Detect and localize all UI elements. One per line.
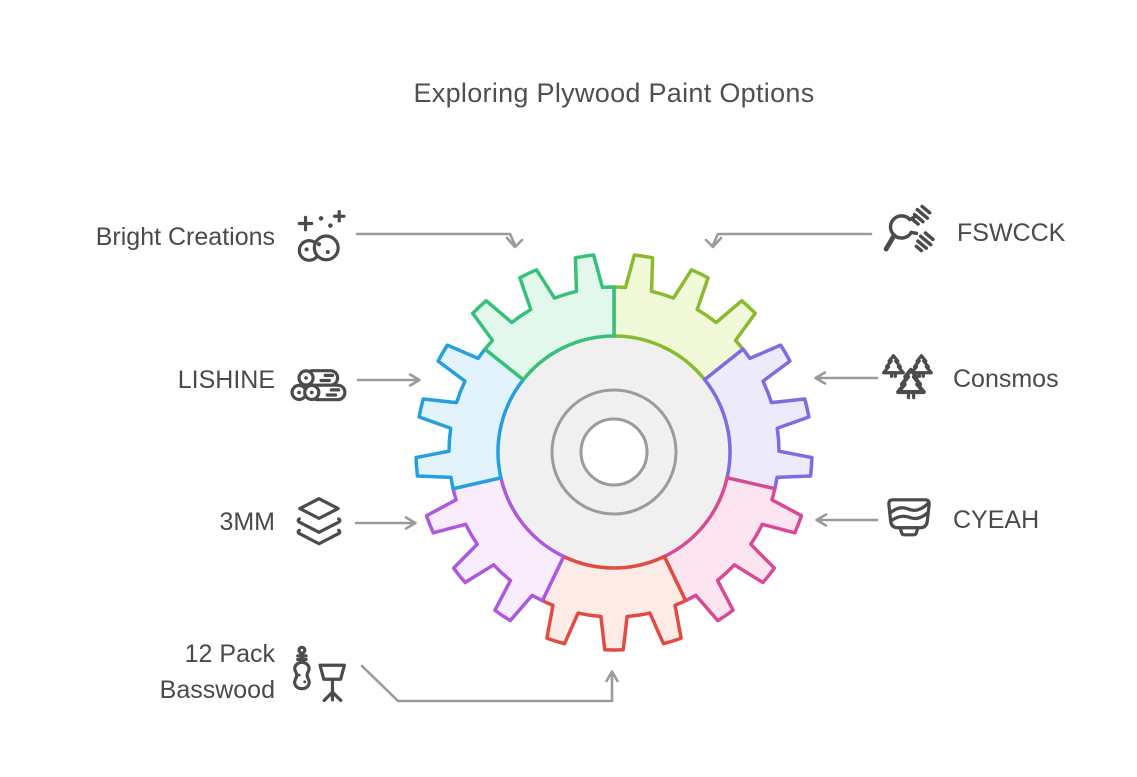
gear-segment-12-pack-basswood: [540, 554, 688, 652]
brand-row-3mm: 3MM: [219, 493, 348, 551]
wrench-screws-icon: [883, 204, 935, 253]
gear-segment-3mm: [424, 476, 566, 623]
logs-icon: [290, 369, 347, 402]
arrow-bright-creations: [355, 232, 524, 249]
brand-label: LISHINE: [177, 365, 275, 394]
gear-segment-consmos: [702, 343, 814, 491]
brand-row-12-pack-basswood: 12 Pack Basswood: [137, 637, 348, 708]
gear-segment-bright-creations: [470, 253, 616, 382]
gear-segment-fswcck: [612, 253, 758, 382]
wooden-bowl-icon: [887, 498, 931, 537]
brand-row-lishine: LISHINE: [178, 351, 348, 409]
brand-row-cyeah: CYEAH: [880, 491, 1039, 549]
connector-arrows: [354, 232, 879, 703]
arrow-fswcck: [704, 232, 873, 249]
gear-hub-ring: [550, 388, 678, 516]
brand-row-consmos: Consmos: [880, 350, 1059, 408]
brand-row-fswcck: FSWCCK: [880, 202, 1065, 264]
arrow-cyeah: [815, 513, 879, 527]
arrow-3mm: [354, 516, 417, 530]
brand-label: FSWCCK: [957, 218, 1066, 247]
page-title: Exploring Plywood Paint Options: [413, 78, 815, 108]
sparkles-cloud-icon: [297, 210, 346, 262]
pine-trees-icon: [882, 354, 933, 400]
gear-hub-hole: [579, 417, 649, 487]
brand-label: 3MM: [219, 507, 275, 536]
brand-label: Bright Creations: [95, 222, 275, 251]
gear-wheel: [414, 253, 814, 652]
gear-segment-lishine: [414, 343, 526, 491]
brand-row-bright-creations: Bright Creations: [96, 208, 348, 266]
layers-icon: [296, 497, 342, 546]
brand-label: Consmos: [953, 364, 1059, 393]
arrow-lishine: [356, 373, 421, 387]
gear-segment-cyeah: [662, 476, 804, 623]
arrow-12-pack-basswood: [360, 664, 619, 703]
violin-stand-icon: [293, 645, 346, 702]
arrow-consmos: [814, 371, 879, 385]
brand-label: 12 Pack Basswood: [159, 640, 275, 704]
brand-label: CYEAH: [953, 505, 1040, 534]
